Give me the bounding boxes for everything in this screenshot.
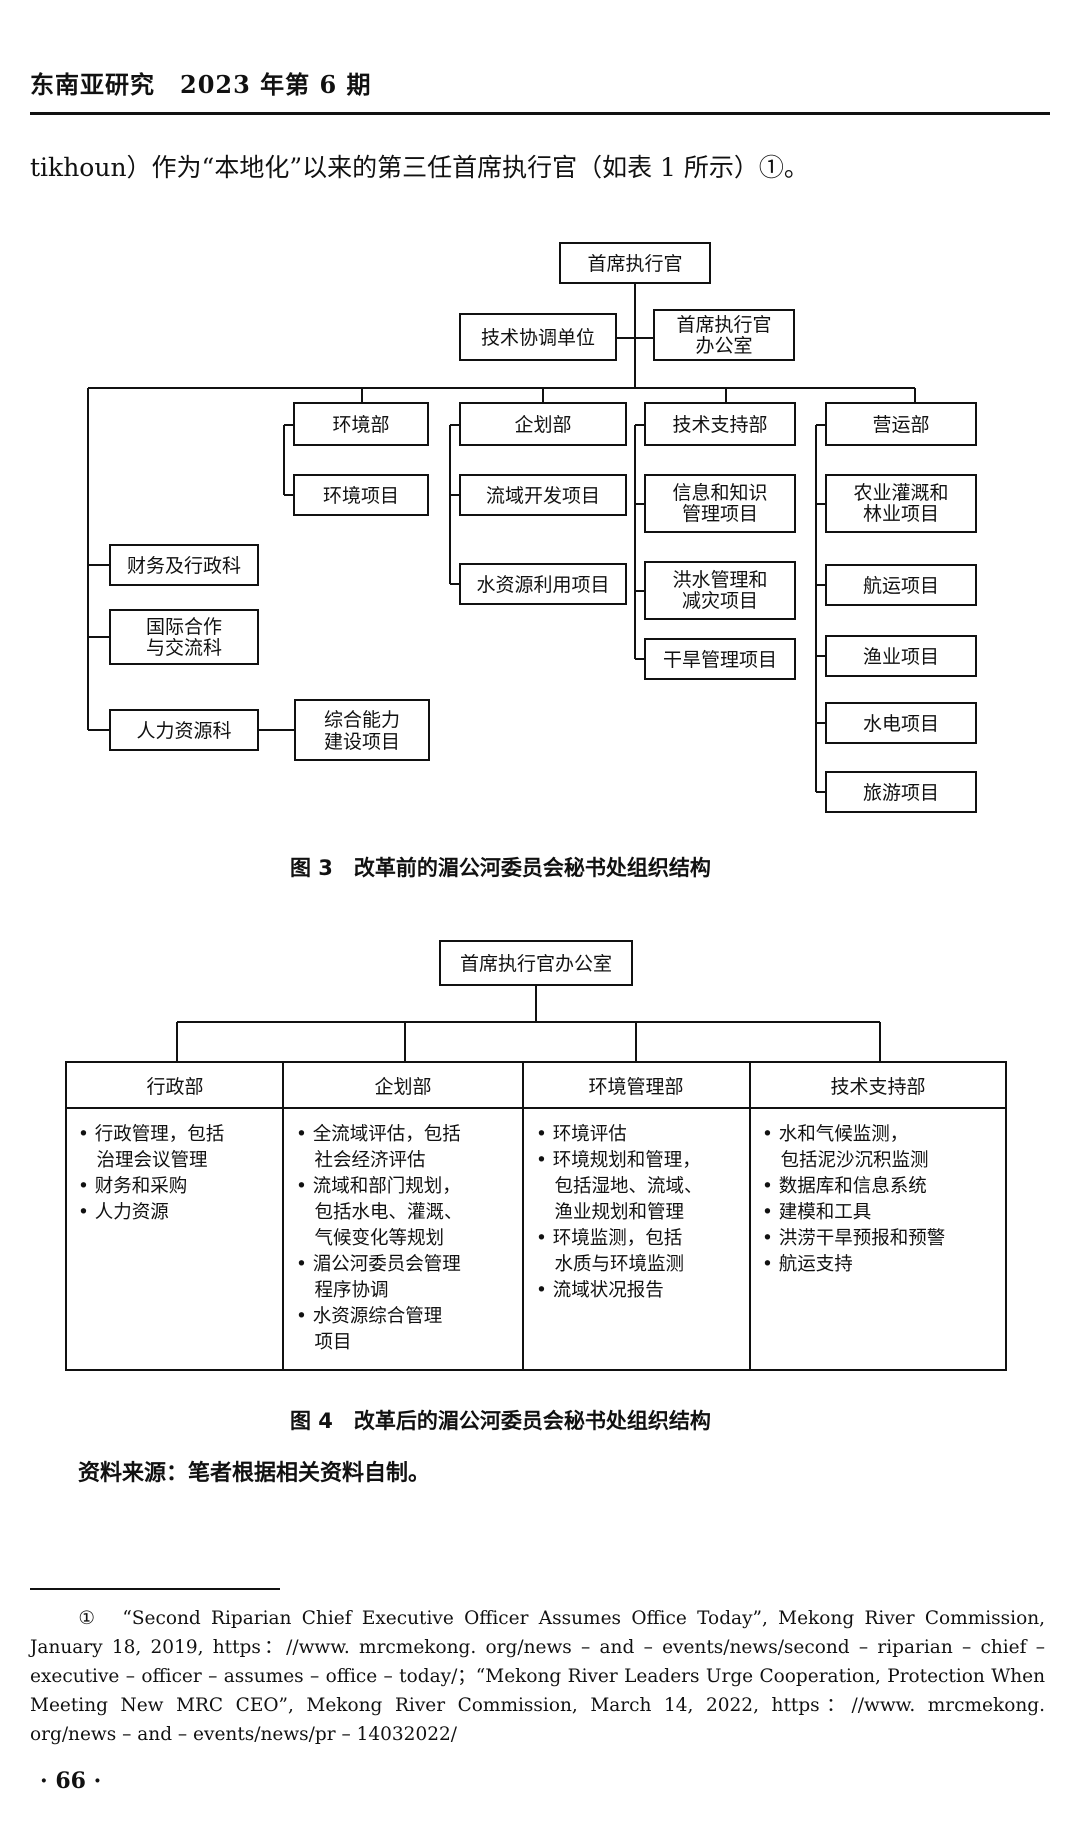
- col-0-line: 治理会议管理: [78, 1150, 208, 1171]
- col-3-line: • 数据库和信息系统: [762, 1176, 927, 1197]
- label-finance: 财务及行政科: [127, 555, 241, 577]
- footnote-rule: [30, 1588, 280, 1590]
- label-hr: 人力资源科: [136, 720, 231, 742]
- col-3-line: 包括泥沙沉积监测: [762, 1150, 929, 1171]
- running-header: 东南亚研究 2023 年第 6 期: [30, 65, 372, 100]
- col-0-line: • 人力资源: [78, 1202, 169, 1223]
- box-dept-tech: [644, 402, 796, 446]
- label-capacity-1: 综合能力: [324, 709, 400, 731]
- box-ops-project-4: [825, 702, 977, 744]
- footnote: ① “Second Riparian Chief Executive Offic…: [30, 1604, 1045, 1749]
- label-dept-tech: 技术支持部: [672, 414, 767, 436]
- header-rule: [30, 112, 1050, 115]
- issue-label: 2023 年第 6 期: [180, 70, 372, 99]
- col-1-line: • 全流域评估，包括: [296, 1124, 461, 1145]
- col-3-line: • 建模和工具: [762, 1202, 871, 1223]
- col-2-line: 水质与环境监测: [536, 1254, 684, 1275]
- label-plan-project-1: 流域开发项目: [486, 485, 600, 507]
- col-2-line: • 环境规划和管理，: [536, 1150, 701, 1171]
- col-1-line: 包括水电、灌溉、: [296, 1202, 463, 1223]
- label-tech-coord: 技术协调单位: [481, 327, 595, 349]
- label-env-project: 环境项目: [323, 485, 399, 507]
- box-ceo-office: [653, 309, 795, 361]
- box-plan-project-2: [459, 563, 627, 605]
- dept-table: [65, 1061, 1007, 1371]
- box-ops-project-3: [825, 635, 977, 677]
- box-hr: [109, 709, 259, 751]
- label-ops-project-1b: 林业项目: [863, 503, 939, 525]
- box-tech-project-2: [644, 561, 796, 620]
- label-tech-project-1a: 信息和知识: [672, 482, 767, 504]
- figure4-caption: 图 4 改革后的湄公河委员会秘书处组织结构: [290, 1409, 711, 1433]
- label-ops-project-4: 水电项目: [863, 713, 939, 735]
- col-title-plan: 企划部: [374, 1076, 431, 1098]
- intro-paragraph: tikhoun）作为“本地化”以来的第三任首席执行官（如表 1 所示）①。: [30, 153, 809, 182]
- box-ops-project-5: [825, 771, 977, 813]
- box-tech-coord: [459, 313, 617, 361]
- col-0-line: • 行政管理，包括: [78, 1124, 224, 1145]
- page-number: · 66 ·: [40, 1768, 102, 1794]
- label-intl-coop-2: 与交流科: [146, 637, 222, 659]
- col-1-line: • 湄公河委员会管理: [296, 1254, 461, 1275]
- label-tech-project-2a: 洪水管理和: [672, 569, 767, 591]
- footnote-text: “Second Riparian Chief Executive Officer…: [30, 1608, 1046, 1745]
- label-ops-project-3: 渔业项目: [863, 646, 939, 668]
- box-env-project: [293, 474, 429, 516]
- col-2-line: 渔业规划和管理: [536, 1202, 684, 1223]
- journal-name: 东南亚研究: [30, 70, 155, 99]
- label-intl-coop-1: 国际合作: [146, 616, 222, 638]
- box-ceo: [559, 242, 711, 284]
- box-dept-env: [293, 402, 429, 446]
- label-ops-project-1a: 农业灌溉和: [853, 482, 948, 504]
- label-ops-project-5: 旅游项目: [863, 782, 939, 804]
- box-plan-project-1: [459, 474, 627, 516]
- label-dept-env: 环境部: [332, 414, 389, 436]
- label-tech-project-1b: 管理项目: [682, 503, 758, 525]
- label-tech-project-3: 干旱管理项目: [663, 649, 777, 671]
- col-title-tech: 技术支持部: [830, 1076, 925, 1098]
- col-1-line: 程序协调: [296, 1280, 389, 1301]
- col-title-env: 环境管理部: [588, 1076, 683, 1098]
- label-plan-project-2: 水资源利用项目: [476, 574, 609, 596]
- col-1-line: 项目: [296, 1332, 352, 1353]
- label-top-office: 首席执行官办公室: [460, 953, 612, 975]
- col-1-line: 气候变化等规划: [296, 1228, 444, 1249]
- box-tech-project-1: [644, 474, 796, 533]
- col-title-admin: 行政部: [146, 1076, 203, 1098]
- col-3-line: • 航运支持: [762, 1254, 853, 1275]
- label-ceo-office-2: 办公室: [695, 335, 752, 357]
- col-1-line: • 水资源综合管理: [296, 1306, 442, 1327]
- label-ops-project-2: 航运项目: [863, 575, 939, 597]
- label-capacity-2: 建设项目: [324, 731, 400, 753]
- col-2-line: • 环境评估: [536, 1124, 627, 1145]
- label-tech-project-2b: 减灾项目: [682, 590, 758, 612]
- box-ceo-office-top: [439, 940, 633, 986]
- col-3-line: • 洪涝干旱预报和预警: [762, 1228, 945, 1249]
- col-2-line: • 流域状况报告: [536, 1280, 664, 1301]
- box-tech-project-3: [644, 638, 796, 680]
- label-dept-ops: 营运部: [872, 414, 929, 436]
- label-dept-plan: 企划部: [514, 414, 571, 436]
- col-2-line: 包括湿地、流域、: [536, 1176, 703, 1197]
- box-ops-project-2: [825, 564, 977, 606]
- footnote-marker: ①: [74, 1608, 100, 1629]
- box-dept-ops: [825, 402, 977, 446]
- source-note: 资料来源：笔者根据相关资料自制。: [78, 1460, 431, 1486]
- box-finance: [109, 544, 259, 586]
- col-1-line: • 流域和部门规划，: [296, 1176, 461, 1197]
- box-dept-plan: [459, 402, 627, 446]
- col-0-line: • 财务和采购: [78, 1176, 187, 1197]
- box-ops-project-1: [825, 474, 977, 533]
- col-1-line: 社会经济评估: [296, 1150, 426, 1171]
- box-intl-coop: [109, 609, 259, 665]
- box-capacity: [294, 699, 430, 761]
- label-ceo: 首席执行官: [587, 253, 682, 275]
- col-2-line: • 环境监测，包括: [536, 1228, 682, 1249]
- figure3-caption: 图 3 改革前的湄公河委员会秘书处组织结构: [290, 856, 711, 880]
- col-3-line: • 水和气候监测，: [762, 1124, 908, 1145]
- label-ceo-office-1: 首席执行官: [676, 314, 771, 336]
